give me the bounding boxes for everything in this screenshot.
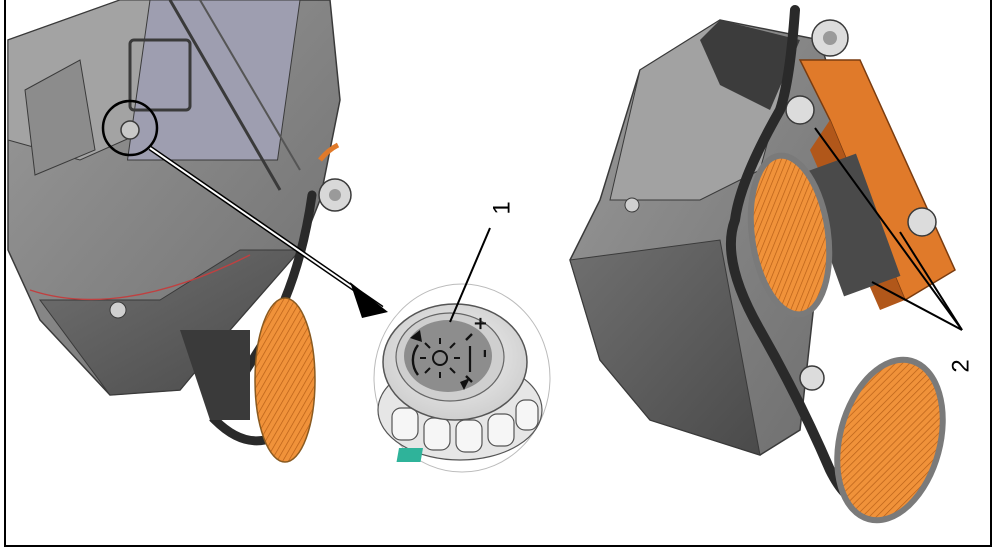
knob-detail: + – xyxy=(373,227,551,473)
left-side-brush xyxy=(254,297,316,463)
right-lower-side-brush xyxy=(834,356,946,524)
right-hose xyxy=(725,5,863,505)
brush-height-adjust-icon xyxy=(411,333,473,383)
callout-2-leader-a xyxy=(814,127,963,331)
callout-2-leader-c xyxy=(871,281,963,331)
right-upper-side-brush xyxy=(747,152,833,318)
right-machine-view xyxy=(569,5,963,524)
knob-minus-symbol: – xyxy=(474,349,495,358)
frame-border xyxy=(4,0,992,547)
callout-2-leader-b xyxy=(899,231,963,331)
knob-plus-symbol: + xyxy=(470,316,491,331)
left-hose xyxy=(209,190,317,446)
leader-arrow-head xyxy=(350,282,388,318)
left-machine-view xyxy=(7,0,388,463)
knob-location-circle xyxy=(101,99,159,157)
callout-1-leader xyxy=(449,227,491,323)
